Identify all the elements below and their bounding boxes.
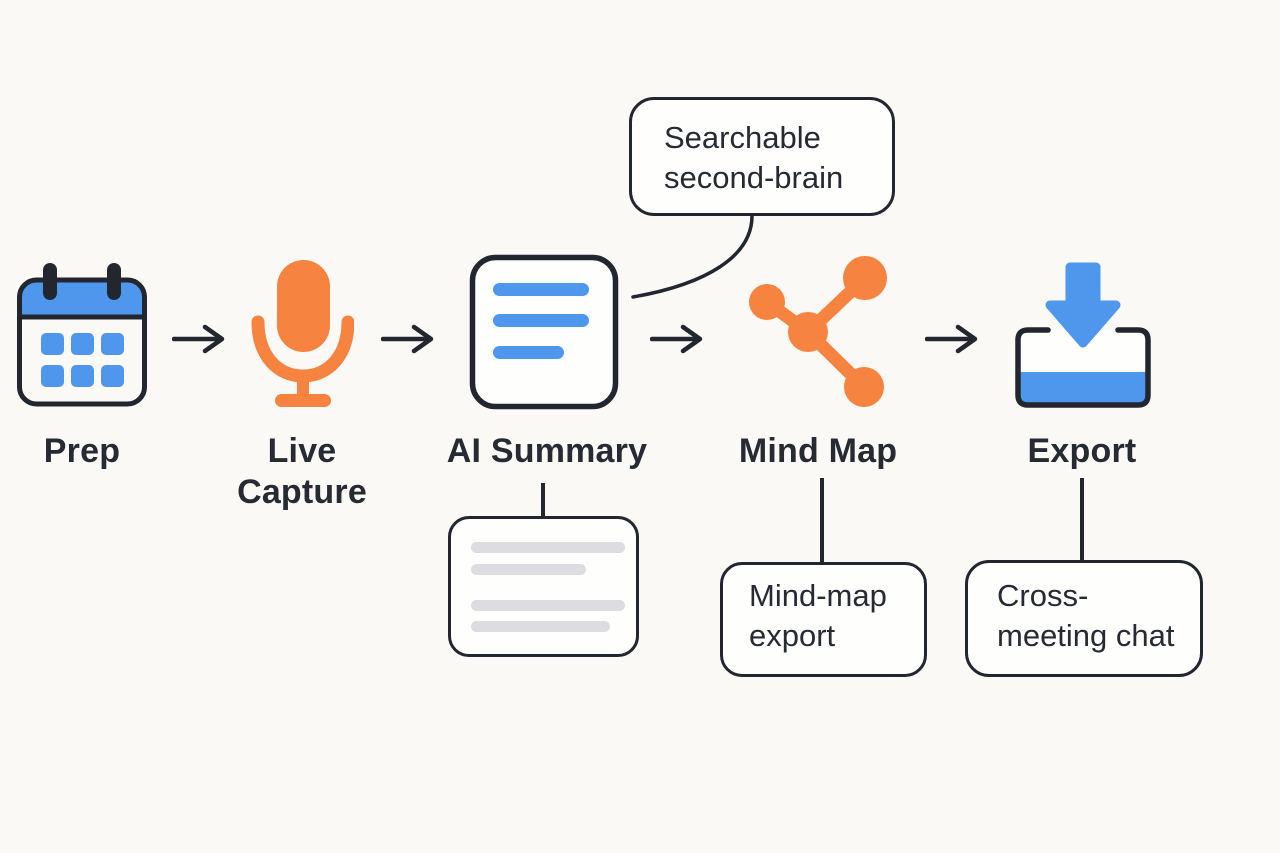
summary-preview-card [448, 516, 639, 657]
arrow-right-icon [925, 324, 978, 354]
placeholder-line [471, 600, 625, 611]
mind-map-network-icon [749, 256, 887, 407]
callout-curve-connector [631, 214, 754, 299]
placeholder-line [471, 564, 586, 575]
callout-mindmap-export: Mind-map export [720, 562, 927, 677]
callout-cross-meeting: Cross- meeting chat [965, 560, 1203, 677]
connector-mind-map [820, 478, 824, 562]
connector-export [1080, 478, 1084, 560]
arrow-right-icon [650, 324, 703, 354]
step-label-live-capture: Live Capture [237, 432, 367, 511]
callout-second-brain: Searchable second-brain [629, 97, 895, 216]
placeholder-line [471, 621, 610, 632]
connector-ai-summary [541, 483, 545, 516]
callout-second-brain-text: Searchable second-brain [664, 120, 844, 195]
callout-cross-meeting-text: Cross- meeting chat [997, 578, 1175, 653]
calendar-icon [17, 263, 147, 407]
step-label-ai-summary: AI Summary [446, 432, 648, 470]
download-tray-icon [1015, 262, 1151, 408]
summary-document-icon [469, 254, 619, 410]
placeholder-line [471, 542, 625, 553]
step-label-mind-map: Mind Map [738, 432, 898, 470]
microphone-icon [251, 260, 354, 407]
callout-mindmap-export-text: Mind-map export [749, 578, 887, 653]
arrow-right-icon [381, 324, 434, 354]
step-label-prep: Prep [43, 432, 121, 470]
arrow-right-icon [172, 324, 225, 354]
step-label-export: Export [1027, 432, 1137, 470]
